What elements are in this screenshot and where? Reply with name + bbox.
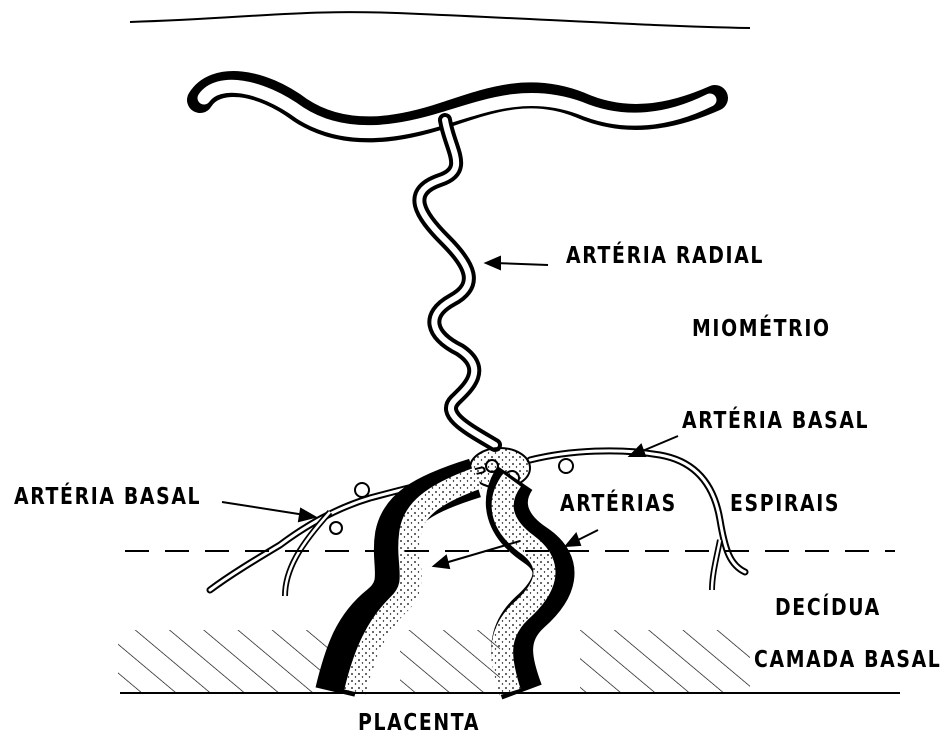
arrow-basal-right [640,436,678,452]
label-espirais: ESPIRAIS [730,493,840,516]
label-arteria-basal-right: ARTÉRIA BASAL [682,410,869,433]
spiral-artery-right [502,478,553,692]
label-decidua: DECÍDUA [775,597,881,620]
radial-artery [419,120,495,445]
label-camada-basal: CAMADA BASAL [754,649,941,672]
arrow-arterias-right [576,530,598,541]
arcuate-artery [200,84,715,132]
label-arteria-basal-left: ARTÉRIA BASAL [14,486,201,509]
label-arterias: ARTÉRIAS [560,493,677,516]
basal-layer-hatching [118,630,750,692]
label-arteria-radial: ARTÉRIA RADIAL [566,245,764,268]
label-placenta: PLACENTA [358,712,480,735]
label-miometrio: MIOMÉTRIO [692,318,831,341]
serosa-line [130,12,750,28]
arrow-basal-left [222,502,305,515]
arrow-radial [494,263,548,265]
